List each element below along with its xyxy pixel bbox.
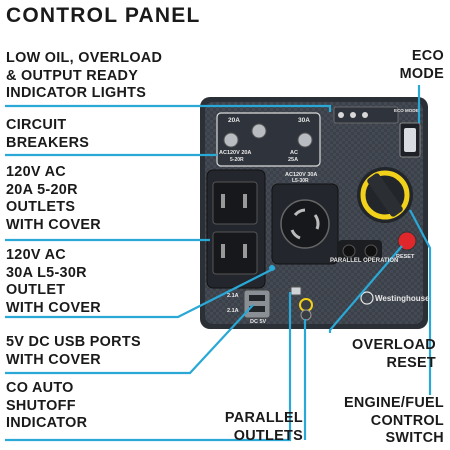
breaker-left-button xyxy=(223,132,239,148)
usb-port-cover xyxy=(243,289,271,319)
svg-text:25A: 25A xyxy=(288,157,298,163)
breaker-box xyxy=(216,112,321,167)
callout-indicator-lights: LOW OIL, OVERLOAD & OUTPUT READY INDICAT… xyxy=(6,50,163,101)
eco-small-label: ECO MODE xyxy=(394,108,419,113)
callout-20a-outlets: 120V AC 20A 5-20R OUTLETS WITH COVER xyxy=(6,164,101,233)
callout-lines xyxy=(5,85,432,442)
callout-parallel-outlets: PARALLEL OUTLETS xyxy=(224,410,303,444)
callout-usb-ports: 5V DC USB PORTS WITH COVER xyxy=(6,334,141,368)
reset-label: RESET xyxy=(396,254,415,260)
brand-name: Westinghouse xyxy=(375,294,430,303)
breaker-right-button xyxy=(297,132,313,148)
callout-eco-mode: ECO MODE xyxy=(399,48,444,82)
callout-30a-outlet: 120V AC 30A L5-30R OUTLET WITH COVER xyxy=(6,247,101,316)
outlet-30a-label: AC120V 30A xyxy=(285,172,317,178)
svg-text:AC: AC xyxy=(290,150,298,156)
engine-knob-handle xyxy=(367,173,403,217)
parallel-jack-1 xyxy=(299,298,313,312)
outlet-20a-bottom xyxy=(212,231,258,275)
callout-circuit-breakers: CIRCUIT BREAKERS xyxy=(6,117,90,151)
breaker-right-amp: 30A xyxy=(298,117,310,124)
co-indicator xyxy=(290,286,302,296)
callout-co-indicator: CO AUTO SHUTOFF INDICATOR xyxy=(6,380,88,431)
brand-logo-icon xyxy=(360,291,374,305)
callout-engine-switch: ENGINE/FUEL CONTROL SWITCH xyxy=(343,395,444,446)
parallel-jack-2 xyxy=(300,309,312,321)
breaker-label-left: AC120V 20A xyxy=(219,150,251,156)
page-title: CONTROL PANEL xyxy=(6,4,201,27)
usb-b-label: 2.1A xyxy=(227,308,239,314)
svg-text:L5-30R: L5-30R xyxy=(292,178,309,184)
usb-a-label: 2.1A xyxy=(227,293,239,299)
eco-switch-rocker xyxy=(404,128,416,152)
parallel-label: PARALLEL OPERATION xyxy=(330,258,398,264)
outlet-30a xyxy=(280,199,330,249)
reset-button xyxy=(397,231,417,251)
breaker-middle-button xyxy=(251,123,267,139)
engine-knob-ring xyxy=(360,170,410,220)
svg-text:5-20R: 5-20R xyxy=(230,157,244,163)
callout-overload-reset: OVERLOAD RESET xyxy=(352,337,436,371)
outlet-20a-top xyxy=(212,181,258,225)
dc-label: DC 5V xyxy=(250,319,267,325)
breaker-left-amp: 20A xyxy=(228,117,240,124)
